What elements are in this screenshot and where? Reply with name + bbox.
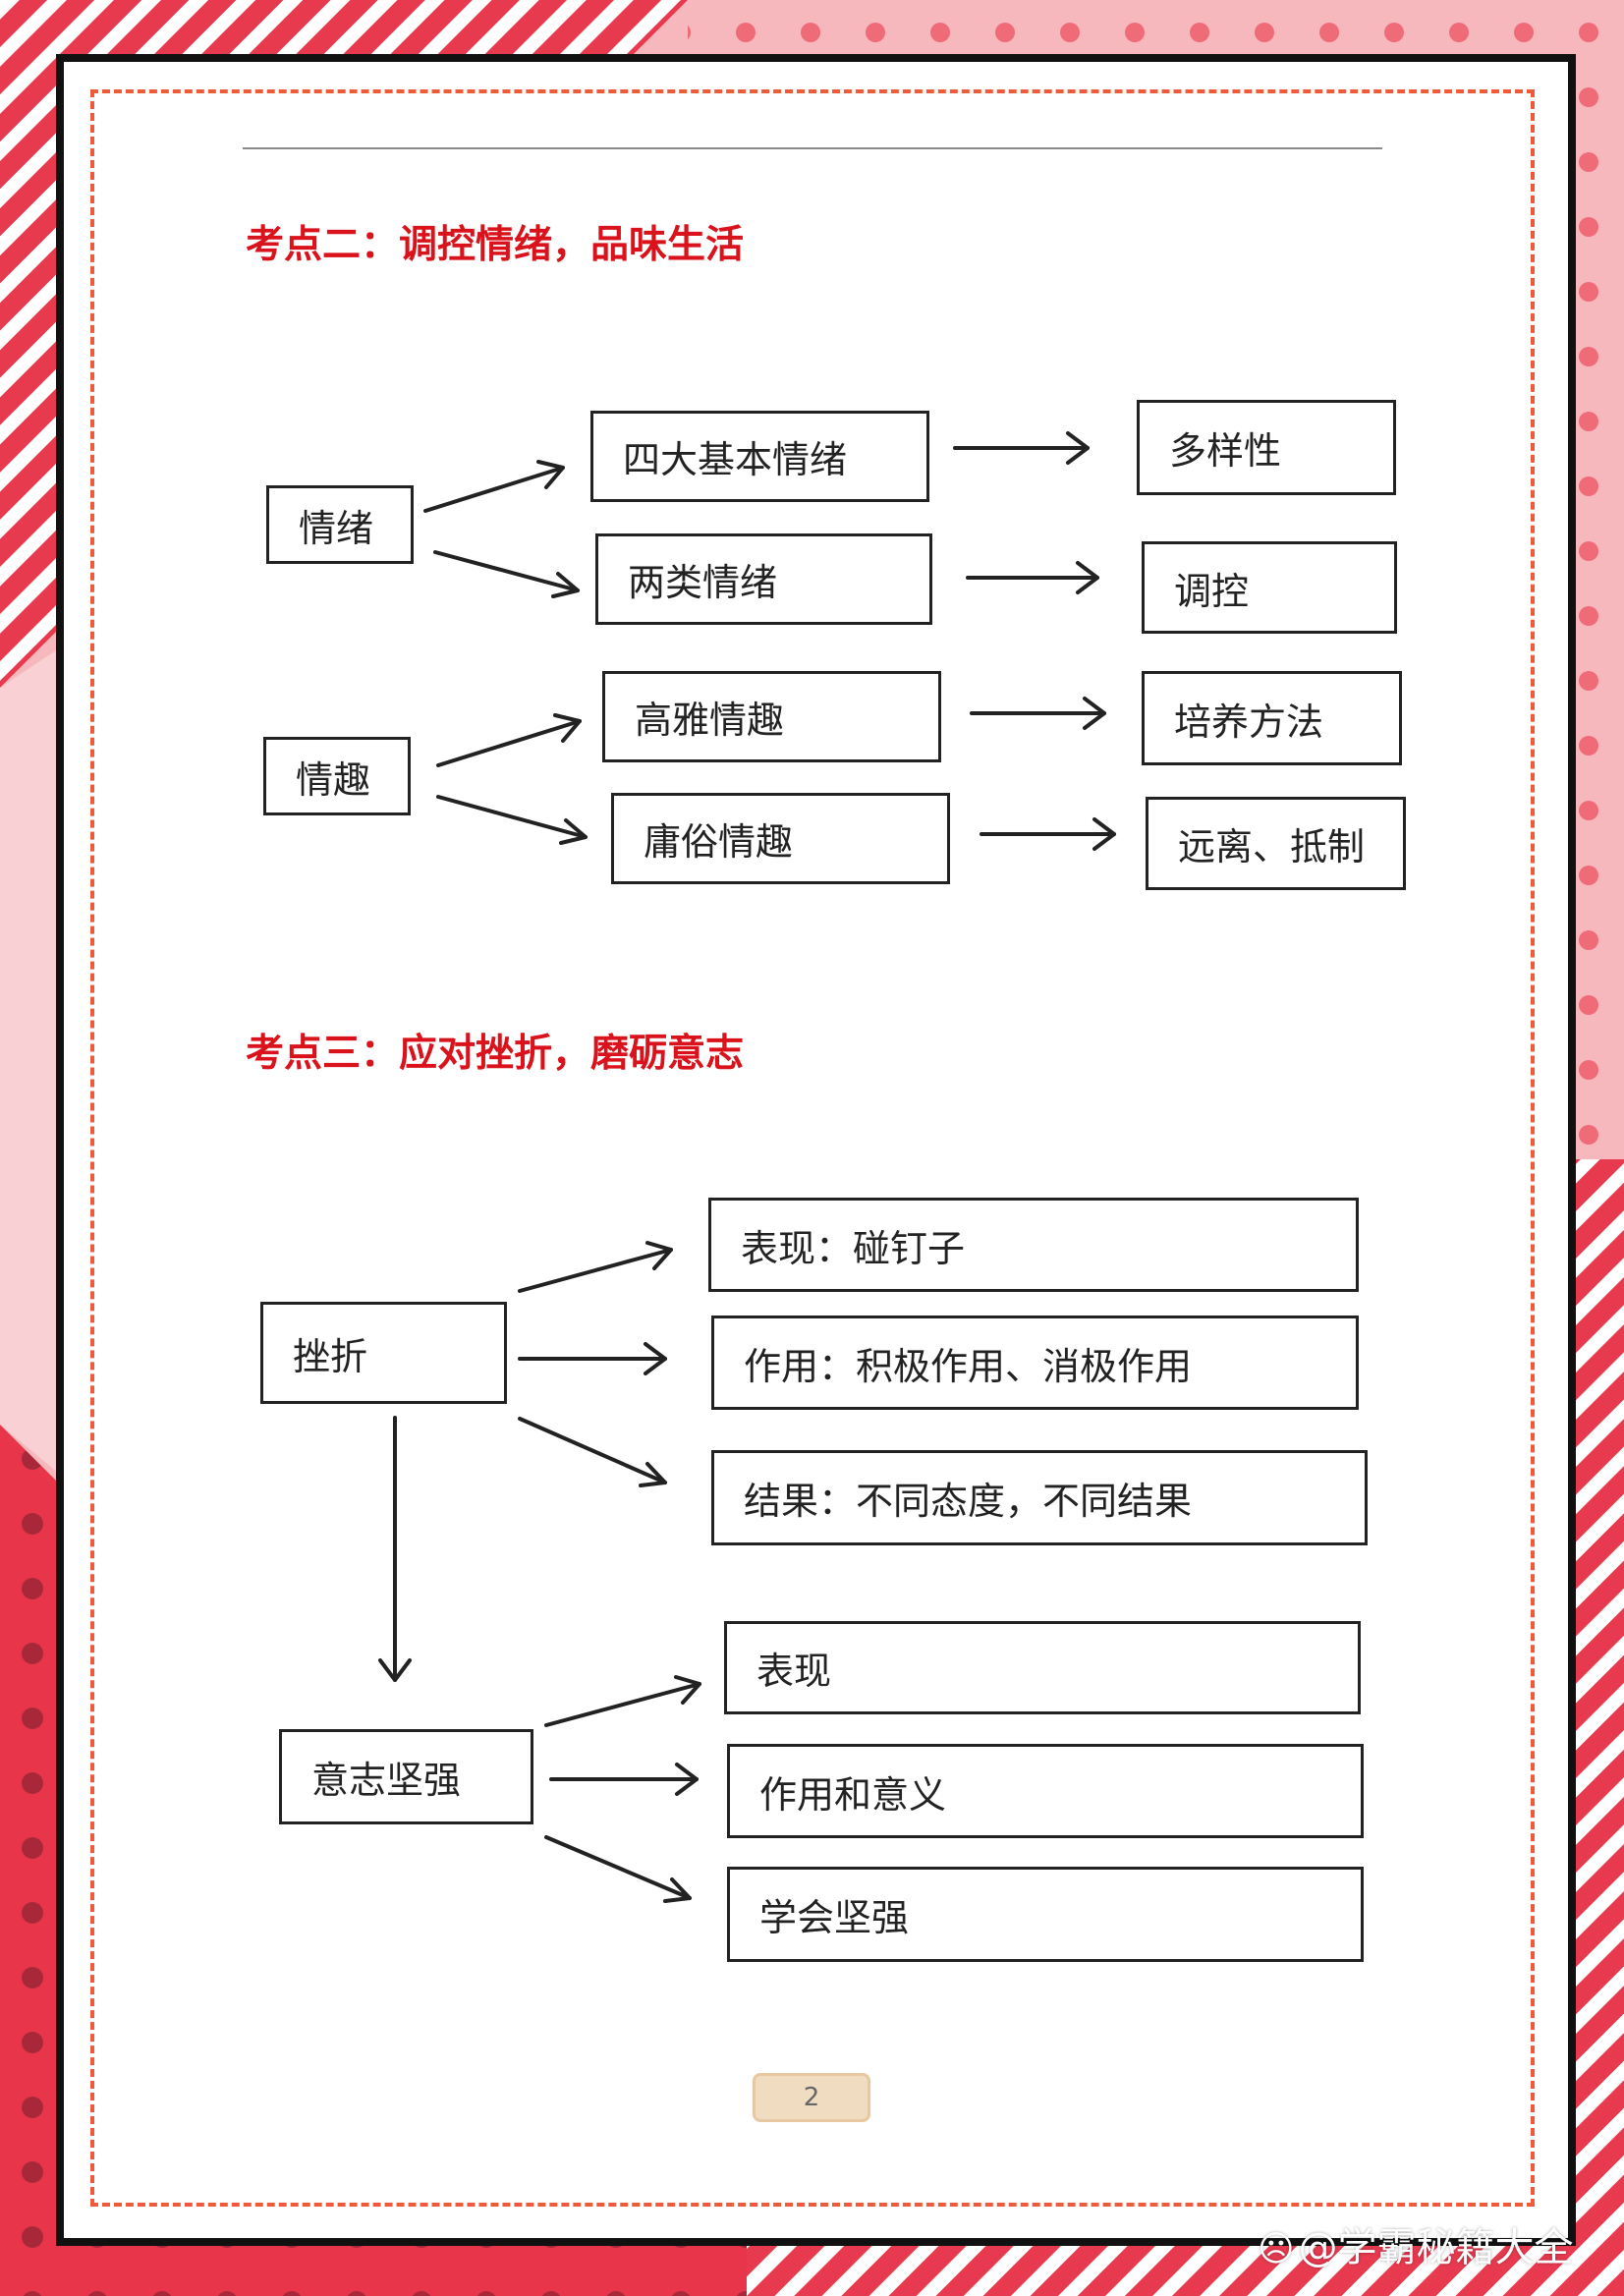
node-learn-to-be-strong: 学会坚强 [727,1867,1364,1962]
section-title-2: 考点二：调控情绪，品味生活 [246,223,745,267]
weibo-icon: ☹ [1258,2229,1295,2269]
node-regulation: 调控 [1142,541,1397,634]
node-elegant-interest: 高雅情趣 [602,671,941,762]
node-basic-emotions: 四大基本情绪 [590,411,929,502]
node-will-manifestation: 表现 [724,1621,1361,1714]
node-frustration: 挫折 [260,1302,507,1404]
node-two-emotion-types: 两类情绪 [595,533,932,625]
top-divider [243,147,1382,149]
node-emotion: 情绪 [266,485,414,564]
node-strong-will: 意志坚强 [279,1729,533,1824]
page-number: 2 [753,2073,870,2122]
node-frustration-result: 结果：不同态度，不同结果 [711,1450,1368,1545]
section-title-3: 考点三：应对挫折，磨砺意志 [246,1032,745,1076]
node-frustration-effect: 作用：积极作用、消极作用 [711,1316,1359,1410]
node-vulgar-interest: 庸俗情趣 [611,793,950,884]
node-avoid-resist: 远离、抵制 [1146,797,1406,890]
dashed-border [90,89,1535,2207]
node-frustration-manifestation: 表现：碰钉子 [708,1198,1359,1292]
watermark: ☹@学霸秘籍大全 [1258,2215,1574,2272]
node-will-role-meaning: 作用和意义 [727,1744,1364,1838]
node-cultivation-methods: 培养方法 [1142,671,1402,765]
node-diversity: 多样性 [1137,400,1396,495]
node-interest: 情趣 [263,737,411,815]
watermark-text: @学霸秘籍大全 [1298,2225,1574,2270]
